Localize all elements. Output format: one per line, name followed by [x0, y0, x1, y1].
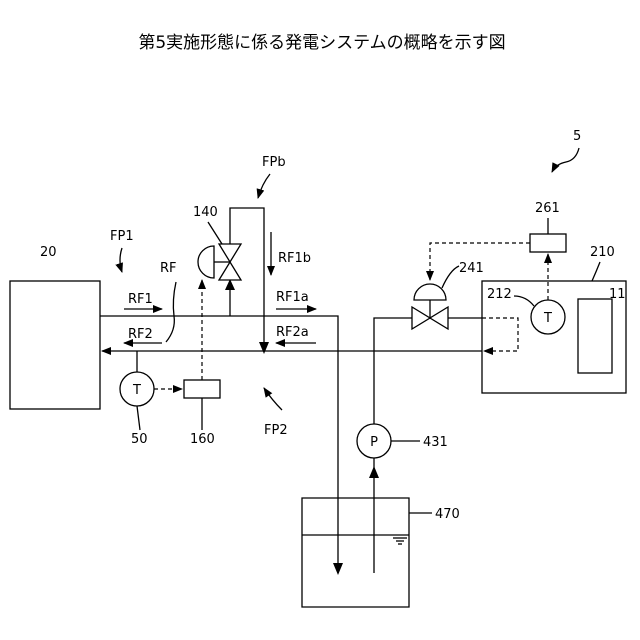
valve-140-actuator: [198, 246, 214, 278]
valve-140-body-top: [219, 244, 241, 262]
figure-title: 第5実施形態に係る発電システムの概略を示す図: [138, 33, 505, 53]
rf-bracket: [166, 282, 176, 342]
valve-241-body-left: [412, 307, 430, 329]
system-arrow: [552, 148, 579, 172]
sensor-50-symbol: T: [132, 383, 141, 398]
part-11-label: 11: [609, 287, 626, 302]
unit-20-box: [10, 281, 100, 409]
fp1-label: FP1: [110, 229, 134, 244]
valve-241-body-right: [430, 307, 448, 329]
pump-inlet-arrowhead: [369, 466, 379, 478]
valve-241-leader: [442, 266, 459, 288]
pump-431-label: 431: [423, 435, 448, 450]
unit-210-leader: [592, 262, 600, 281]
controller-160-box: [184, 380, 220, 398]
sensor-50-leader: [137, 406, 140, 430]
unit-210-label: 210: [590, 245, 615, 260]
sensor-212-symbol: T: [543, 311, 552, 326]
rf2a-label: RF2a: [276, 325, 309, 340]
controller-261-label: 261: [535, 201, 560, 216]
pump-431-symbol: P: [370, 435, 378, 450]
fpb-label: FPb: [262, 155, 286, 170]
fp1-arrow: [120, 248, 122, 272]
pump-outlet-line: [374, 318, 412, 424]
tank-470-walls: [302, 498, 409, 607]
sensor-50-label: 50: [131, 432, 148, 447]
bypass-down-arrowhead: [259, 342, 269, 354]
tank-470-label: 470: [435, 507, 460, 522]
tank-inlet-arrowhead: [333, 563, 343, 575]
valve-241-label: 241: [459, 261, 484, 276]
rf1-label: RF1: [128, 292, 153, 307]
rf2-label: RF2: [128, 327, 153, 342]
valve-140-leader: [208, 222, 222, 244]
controller-160-label: 160: [190, 432, 215, 447]
rf-label: RF: [160, 261, 177, 276]
rf1a-label: RF1a: [276, 290, 309, 305]
fpb-arrow: [258, 174, 270, 198]
valve-140-body-bottom: [219, 262, 241, 280]
fp2-arrow: [264, 388, 282, 410]
sensor-212-label: 212: [487, 287, 512, 302]
valve-140-label: 140: [193, 205, 218, 220]
valve-241-actuator: [414, 284, 446, 300]
controller-261-box: [530, 234, 566, 252]
part-11-box: [578, 299, 612, 373]
unit-20-label: 20: [40, 245, 57, 260]
fp2-label: FP2: [264, 423, 288, 438]
rf1b-label: RF1b: [278, 251, 311, 266]
system-label: 5: [573, 129, 581, 144]
